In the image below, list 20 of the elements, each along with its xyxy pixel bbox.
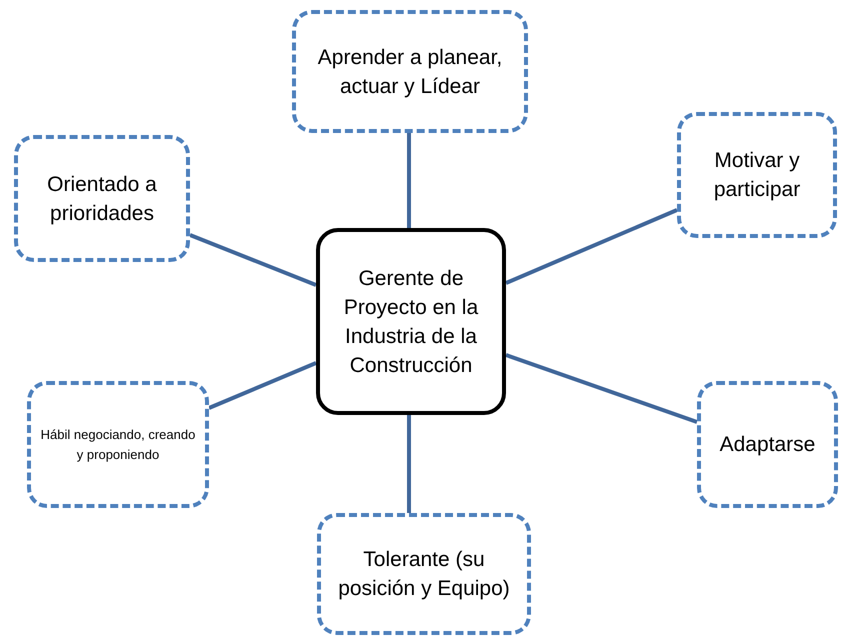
central-box [316, 228, 506, 415]
trait-box [317, 513, 531, 635]
connector-line [505, 208, 678, 285]
trait-box [292, 10, 528, 133]
connector-line [407, 415, 411, 513]
box-text: Motivar y participar [712, 148, 802, 203]
connector-line [208, 361, 317, 410]
connector-line [505, 353, 698, 424]
box-text: Adaptarse [720, 432, 816, 458]
box-text: Tolerante (su posición y Equipo) [337, 547, 511, 602]
trait-box [697, 381, 838, 508]
box-text: Hábil negociando, creando y proponiendo [40, 426, 196, 464]
box-text: Gerente de Proyecto en la Industria de la Construcción [342, 266, 480, 378]
trait-box [14, 135, 190, 262]
trait-box [27, 381, 209, 508]
box-text: Aprender a planear, actuar y Lídear [316, 44, 504, 100]
connector-line [189, 233, 317, 287]
connector-line [407, 133, 411, 228]
box-text: Orientado a prioridades [46, 172, 158, 226]
trait-box [677, 112, 837, 238]
